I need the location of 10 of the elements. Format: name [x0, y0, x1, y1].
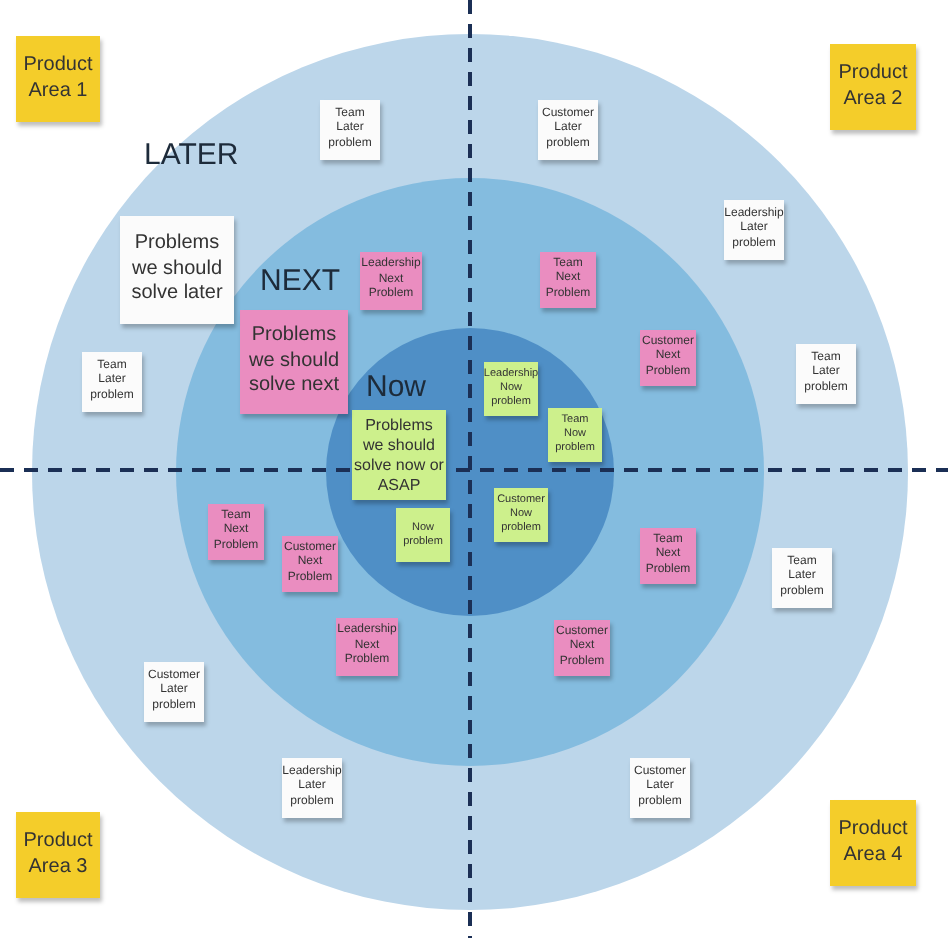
sticky-note: Product Area 4	[830, 800, 916, 886]
sticky-note: Problems we should solve now or ASAP	[352, 410, 446, 500]
ring-label: LATER	[144, 140, 239, 170]
ring-label: Now	[366, 372, 427, 402]
sticky-note: Product Area 3	[16, 812, 100, 898]
sticky-note: Product Area 1	[16, 36, 100, 122]
sticky-note: Product Area 2	[830, 44, 916, 130]
sticky-note: Problems we should solve later	[120, 216, 234, 324]
ring-label: NEXT	[260, 266, 341, 296]
sticky-note: Problems we should solve next	[240, 310, 348, 414]
